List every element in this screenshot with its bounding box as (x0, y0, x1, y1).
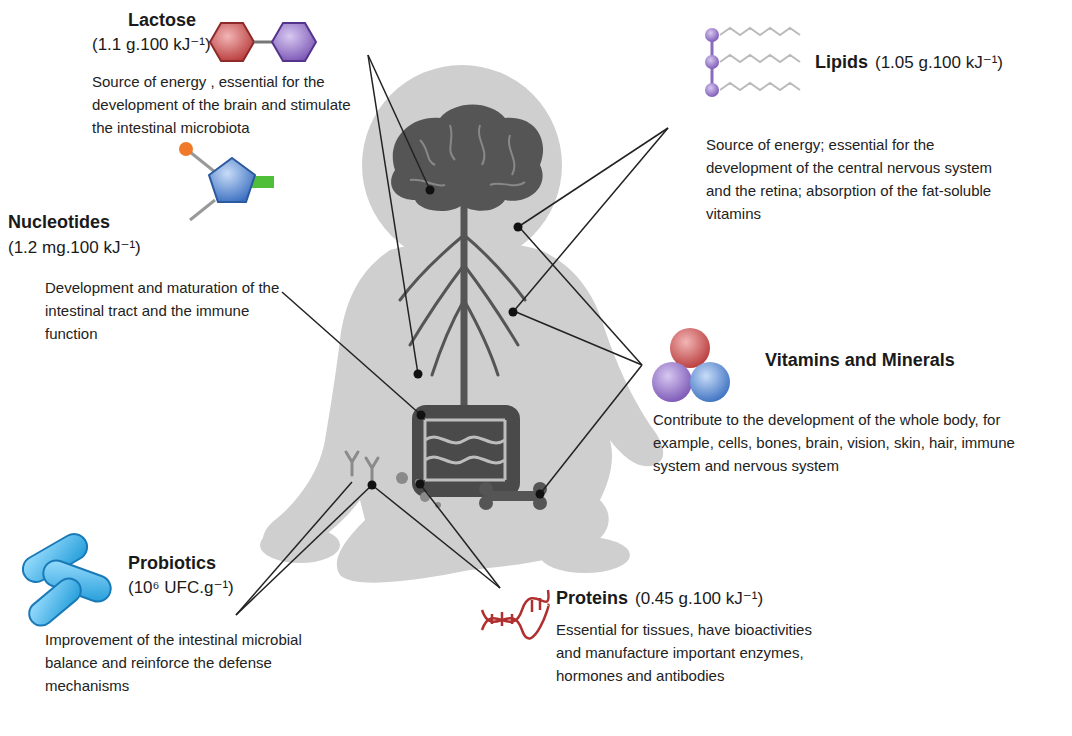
lipid-icon (705, 28, 800, 97)
baby-silhouette (260, 65, 663, 583)
nutrient-amount: (1.05 g.100 kJ⁻¹) (875, 53, 1003, 73)
nerves (400, 205, 525, 405)
nutrient-description: Source of energy , essential for the dev… (92, 70, 367, 139)
nutrient-description: Essential for tissues, have bioactivitie… (556, 618, 841, 687)
nutrient-name: Lipids (815, 52, 868, 74)
nutrient-amount: (1.2 mg.100 kJ⁻¹) (8, 238, 141, 258)
bone (479, 482, 547, 510)
nutrient-name: Nucleotides (8, 212, 110, 234)
lactose-icon (210, 23, 316, 61)
intestines (412, 405, 520, 497)
dna-icon (482, 590, 549, 638)
nutrient-description: Development and maturation of the intest… (45, 276, 280, 345)
nutrient-amount: (10⁶ UFC.g⁻¹) (128, 578, 234, 598)
nutrient-description: Improvement of the intestinal microbial … (45, 628, 345, 697)
nutrient-name: Probiotics (128, 553, 216, 575)
nutrient-name: Proteins (556, 588, 628, 610)
nucleotide-icon (179, 142, 274, 220)
leader-lines (236, 55, 668, 615)
probiotic-icon (18, 529, 114, 630)
nutrient-amount: (1.1 g.100 kJ⁻¹) (92, 35, 211, 55)
brain (391, 105, 543, 212)
nutrient-amount: (0.45 g.100 kJ⁻¹) (635, 589, 763, 609)
antibodies (346, 452, 378, 482)
leader-dots (368, 186, 545, 499)
vitamin-mineral-icon (652, 328, 730, 402)
nutrient-description: Contribute to the development of the who… (653, 408, 1063, 477)
nutrient-name: Lactose (128, 10, 196, 32)
nutrient-description: Source of energy; essential for the deve… (706, 133, 1006, 225)
nutrient-name: Vitamins and Minerals (765, 350, 955, 372)
